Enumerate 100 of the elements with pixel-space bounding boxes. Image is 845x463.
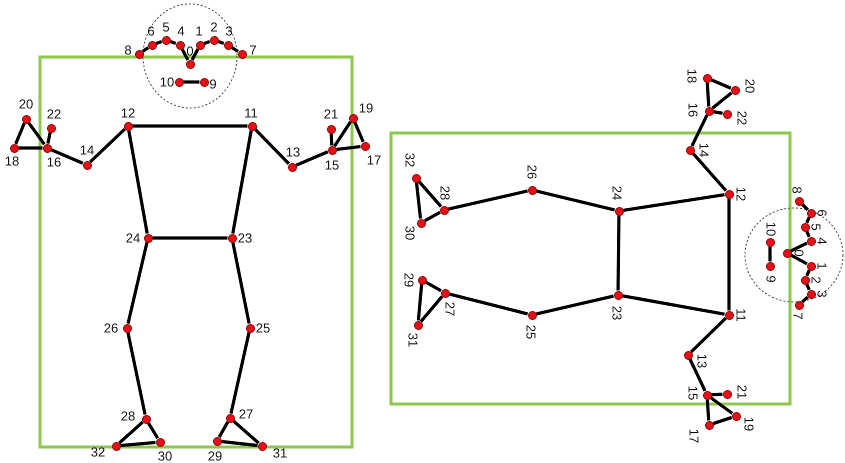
- keypoint-number: 14: [698, 142, 710, 158]
- skeleton-connection: [232, 420, 260, 444]
- keypoint-number: 26: [104, 322, 118, 334]
- keypoint-number: 11: [244, 106, 258, 120]
- skeleton-connection: [790, 254, 808, 266]
- keypoint-number: 5: [810, 223, 822, 231]
- keypoint-number: 12: [734, 186, 748, 202]
- keypoint-number: 19: [358, 102, 374, 114]
- skeleton-connection: [142, 46, 150, 53]
- skeleton-connection: [184, 80, 200, 84]
- skeleton-connection: [768, 246, 772, 262]
- keypoint-number: 18: [686, 68, 698, 84]
- keypoint-number: 8: [124, 44, 132, 56]
- keypoint-number: 28: [120, 410, 136, 422]
- keypoint-number: 23: [610, 306, 624, 320]
- keypoint-number: 32: [90, 446, 106, 458]
- skeleton-connection: [18, 146, 42, 150]
- keypoint-number: 14: [80, 144, 94, 156]
- skeleton-connection: [690, 317, 727, 353]
- keypoint-number: 31: [272, 446, 288, 460]
- skeleton-connection: [146, 422, 160, 439]
- keypoint-number: 19: [742, 416, 756, 432]
- keypoint-number: 24: [126, 232, 140, 244]
- skeleton-connection: [180, 48, 190, 61]
- keypoint-number: 30: [158, 450, 172, 462]
- skeleton-connection: [623, 193, 725, 212]
- skeleton-connection: [711, 392, 723, 396]
- skeleton-connection: [425, 280, 442, 292]
- keypoint-number: 15: [324, 158, 340, 172]
- skeleton-connection: [204, 40, 210, 45]
- skeleton-connection: [712, 416, 732, 426]
- skeleton-connection: [231, 130, 253, 234]
- keypoint-number: 15: [686, 386, 700, 400]
- skeleton-connection: [120, 440, 156, 448]
- skeleton-connection: [126, 242, 149, 324]
- keypoint-number: 12: [120, 106, 136, 120]
- keypoint-number: 27: [238, 408, 254, 420]
- keypoint-number: 22: [736, 110, 748, 126]
- skeleton-connection: [336, 144, 361, 152]
- skeleton-connection: [254, 128, 290, 165]
- skeleton-connection: [218, 421, 230, 438]
- keypoint-number: 29: [402, 272, 416, 288]
- keypoint-number: 18: [4, 154, 20, 168]
- skeleton-connection: [706, 399, 710, 421]
- skeleton-connection: [805, 230, 811, 238]
- skeleton-connection: [296, 150, 328, 167]
- skeleton-connection: [424, 210, 441, 222]
- keypoint-number: 25: [524, 324, 538, 340]
- keypoint-number: 7: [792, 312, 804, 320]
- keypoint-number: 21: [736, 384, 748, 400]
- keypoint-number: 10: [764, 222, 778, 236]
- keypoint-number: 13: [696, 354, 708, 368]
- keypoint-number: 32: [404, 152, 416, 168]
- skeleton-connection: [692, 152, 728, 192]
- skeleton-connection: [414, 182, 422, 219]
- keypoint-number: 0: [792, 249, 806, 257]
- skeleton-connection: [790, 242, 808, 252]
- skeleton-connection: [712, 92, 732, 110]
- skeleton-connection: [50, 148, 84, 165]
- skeleton-connection: [448, 292, 528, 316]
- keypoint-number: 5: [162, 20, 170, 34]
- skeleton-connection: [616, 215, 621, 291]
- keypoint-number: 9: [764, 275, 778, 283]
- keypoint-number: 31: [406, 332, 420, 348]
- keypoint-number: 17: [688, 428, 700, 444]
- skeleton-connection: [156, 40, 162, 45]
- keypoint-number: 13: [286, 146, 300, 158]
- keypoint-number: 6: [816, 209, 828, 217]
- skeleton-connection: [333, 120, 352, 148]
- keypoint-number: 2: [810, 276, 822, 284]
- skeleton-connection: [418, 180, 442, 208]
- skeleton-connection: [170, 40, 176, 45]
- keypoint-number: 16: [46, 156, 62, 168]
- keypoint-number: 22: [46, 108, 62, 120]
- keypoint-number: 6: [147, 24, 155, 38]
- keypoint-number: 25: [256, 322, 270, 334]
- skeleton-connection: [727, 198, 731, 310]
- keypoint-number: 3: [225, 24, 233, 38]
- keypoint-number: 27: [444, 302, 456, 316]
- skeleton-connection: [448, 189, 528, 211]
- keypoint-number: 8: [790, 186, 804, 194]
- keypoint-number: 16: [686, 102, 700, 118]
- skeleton-connection: [420, 295, 444, 323]
- skeleton-connection: [218, 40, 224, 45]
- skeleton-connection: [801, 296, 809, 304]
- skeleton-connection: [330, 133, 334, 146]
- skeleton-connection: [416, 284, 424, 321]
- skeleton-connection: [14, 122, 26, 144]
- keypoint-number: 2: [210, 20, 218, 34]
- skeleton-connection: [89, 128, 126, 164]
- skeleton-connection: [229, 332, 251, 414]
- keypoint-number: 24: [610, 186, 624, 200]
- keypoint-number: 20: [18, 98, 34, 110]
- keypoint-number: 29: [208, 450, 222, 462]
- skeleton-connection: [536, 294, 614, 316]
- keypoint-number: 20: [744, 78, 756, 94]
- skeleton-connection: [690, 114, 708, 147]
- skeleton-connection: [622, 294, 725, 316]
- keypoint-number: 21: [324, 108, 338, 120]
- keypoint-number: 4: [177, 24, 185, 38]
